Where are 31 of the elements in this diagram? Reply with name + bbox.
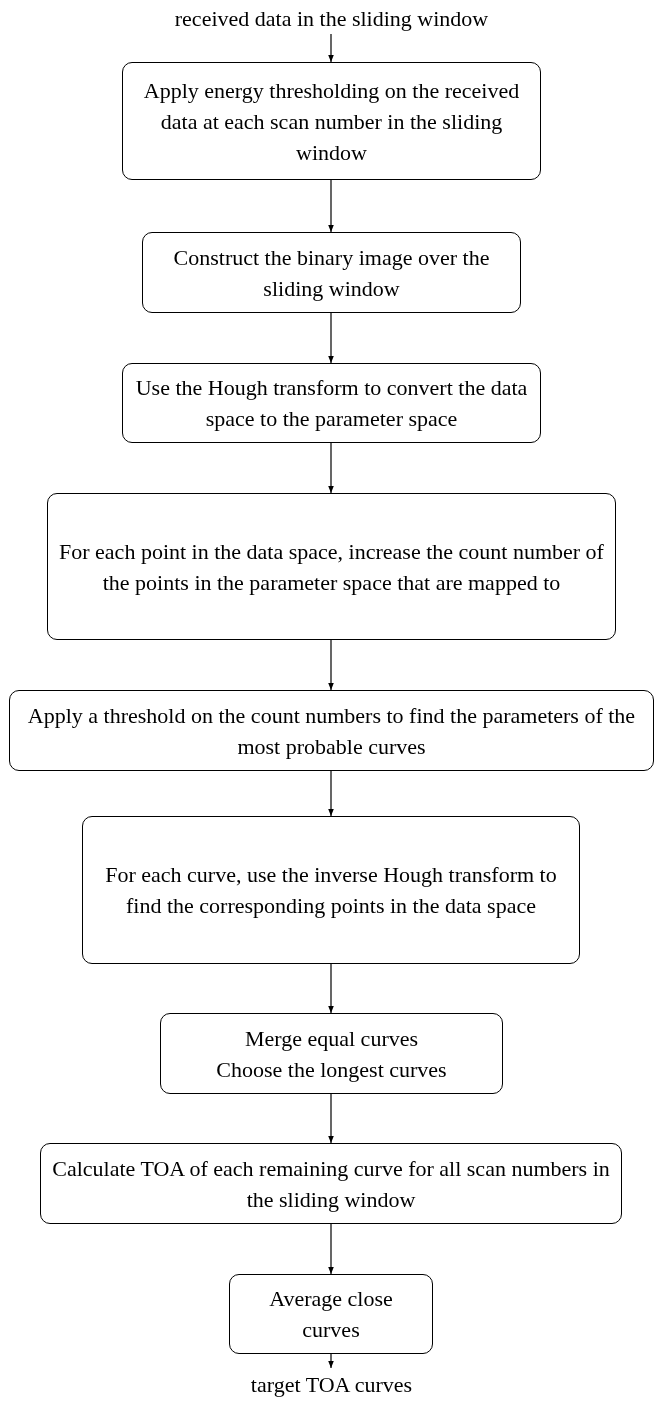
process-text: For each point in the data space, increase the count number of the points in the parameter space that are mapped to [58,537,605,597]
flow-text: received data in the sliding window [174,4,489,33]
process-text: Average close curves [268,1285,394,1344]
process-text: Construct the binary image over the sliding window [172,243,491,303]
process-box [122,363,541,443]
arrow [328,442,334,494]
process-box [40,1143,622,1224]
arrow [328,1093,334,1144]
arrow [328,312,334,364]
arrow [328,179,334,233]
process-box [47,493,616,640]
process-box [82,816,580,964]
arrow [328,963,334,1014]
process-box [122,62,541,180]
flow-text: target TOA curves [250,1370,413,1399]
arrow [328,639,334,691]
arrow [328,33,334,63]
process-text: Choose the longest curves [216,1055,447,1084]
process-text: Apply a threshold on the count numbers to find the parameters of the most probable curves [26,701,637,761]
process-box [160,1013,503,1094]
process-box [9,690,654,771]
process-text: For each curve, use the inverse Hough transform to find the corresponding points in the data space [104,861,558,920]
process-box [229,1274,433,1354]
process-text: Merge equal curves [244,1024,419,1053]
process-text: Apply energy thresholding on the received data at each scan number in the sliding window [142,76,521,167]
process-text: Use the Hough transform to convert the data space to the parameter space [134,374,529,433]
arrow [328,1223,334,1275]
arrow [328,1353,334,1369]
arrow [328,770,334,817]
process-text: Calculate TOA of each remaining curve for all scan numbers in the sliding window [51,1154,611,1214]
process-box [142,232,521,313]
